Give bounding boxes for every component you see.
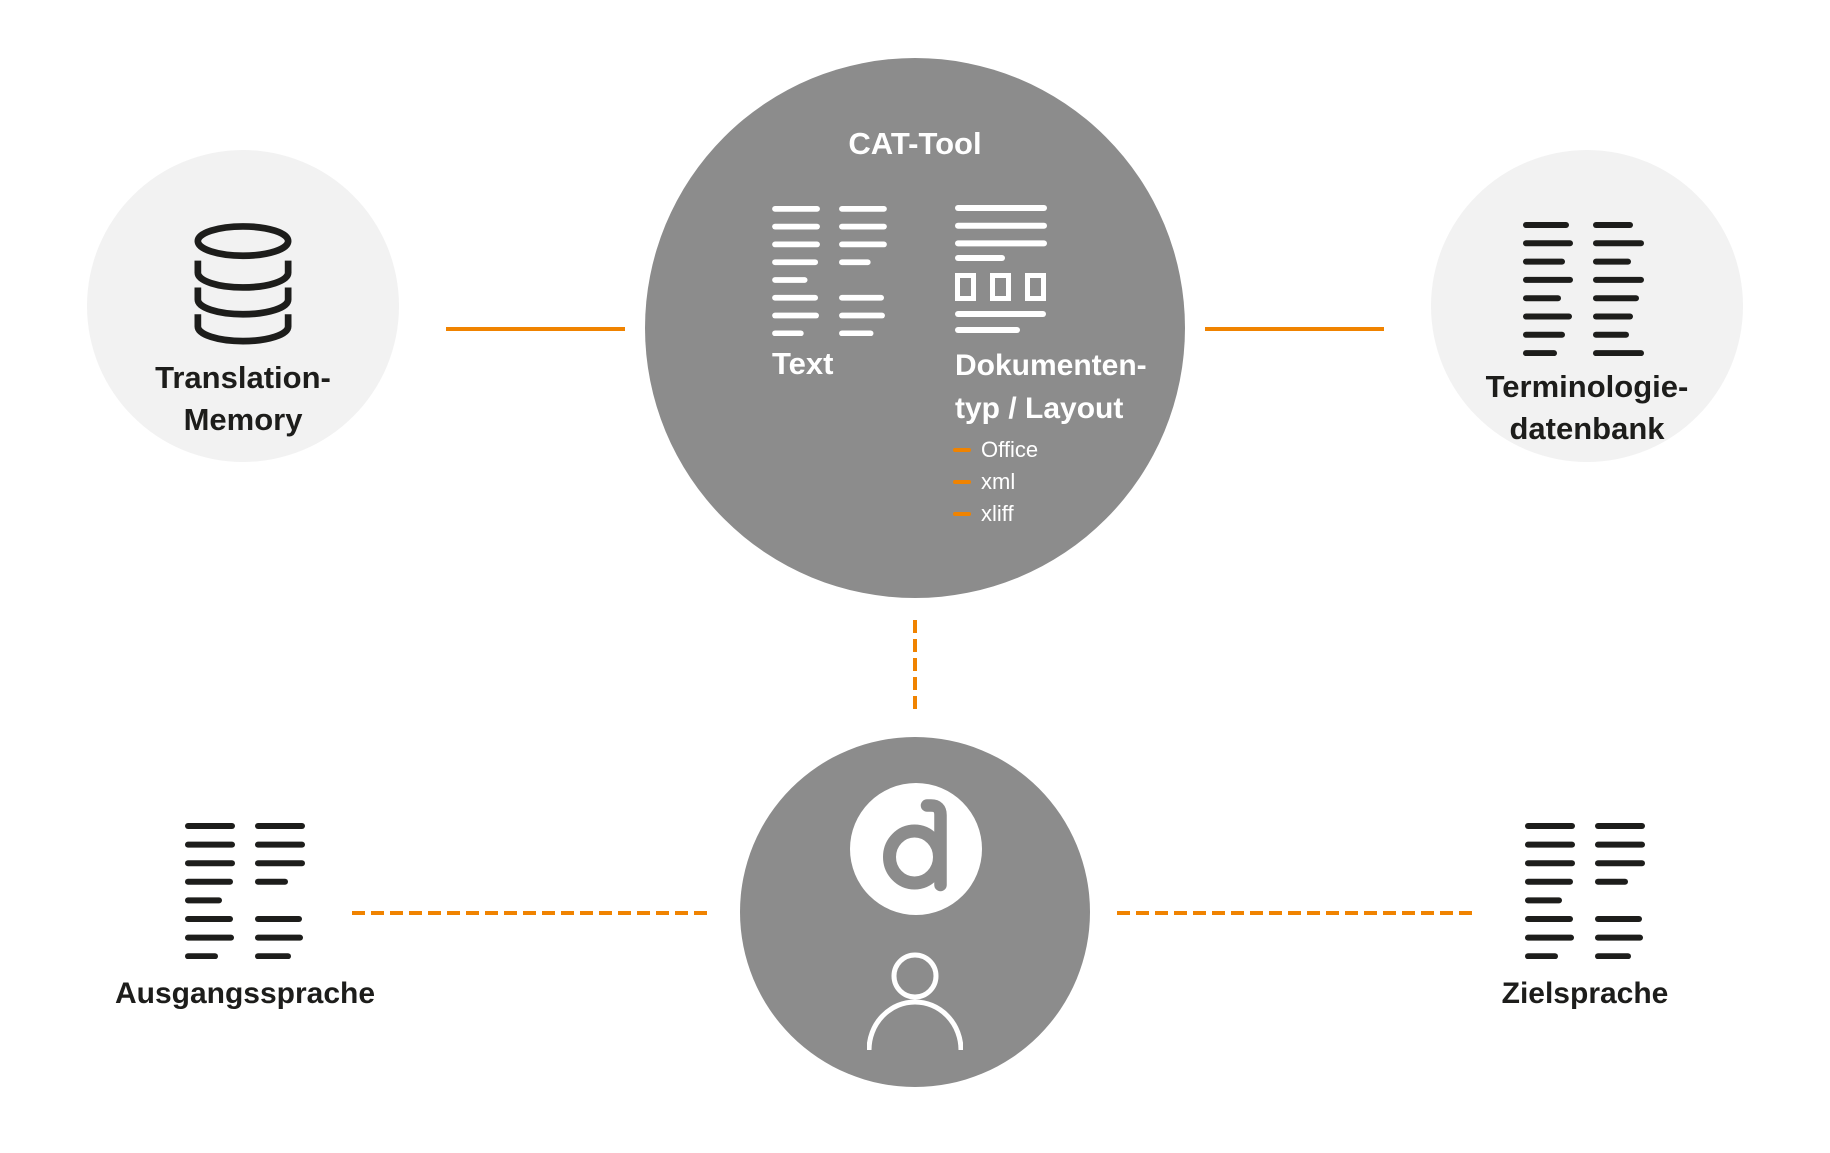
text-columns-icon	[185, 823, 305, 959]
database-icon	[194, 223, 292, 345]
person-icon	[867, 952, 963, 1050]
cat-tool-circle	[645, 58, 1185, 598]
text-lines-icon	[772, 206, 887, 336]
cat-tool-title: CAT-Tool	[848, 126, 982, 161]
terminology-database-circle	[1431, 150, 1743, 462]
source-language-label: Ausgangssprache	[114, 977, 376, 1010]
format-item: xliff	[953, 498, 1038, 530]
dash-bullet-icon	[953, 480, 971, 484]
dash-bullet-icon	[953, 448, 971, 452]
dash-bullet-icon	[953, 512, 971, 516]
cat-text-label: Text	[772, 346, 834, 381]
format-label: Office	[981, 437, 1039, 462]
text-columns-icon	[1525, 823, 1645, 959]
target-language-label: Zielsprache	[1501, 977, 1669, 1010]
document-layout-icon	[955, 205, 1047, 333]
text-columns-icon	[1523, 222, 1644, 356]
translation-memory-label: Translation- Memory	[155, 360, 331, 437]
terminology-database-label: Terminologie- datenbank	[1485, 369, 1689, 446]
format-list: Office xml xliff	[953, 434, 1038, 530]
format-item: xml	[953, 466, 1038, 498]
format-label: xliff	[981, 501, 1014, 526]
format-label: xml	[981, 469, 1016, 494]
d-logo-icon	[850, 783, 982, 915]
cat-document-label: Dokumenten- typ / Layout	[955, 349, 1147, 425]
translation-memory-circle	[87, 150, 399, 462]
format-item: Office	[953, 434, 1038, 466]
